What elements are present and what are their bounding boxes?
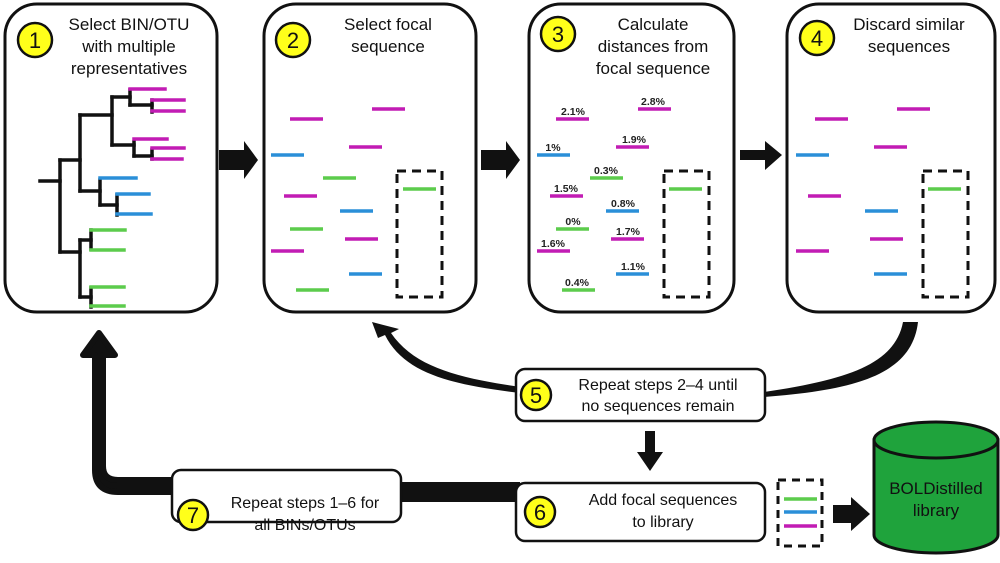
svg-text:Select focal: Select focal [344,15,432,34]
svg-text:sequences: sequences [868,37,950,56]
distance-label: 1.1% [621,261,646,273]
focal-sequence-box [662,169,711,299]
step-2-title: Select focal sequence [344,15,432,56]
library-label-line-1: BOLDistilled [889,479,983,498]
step-4-sequences [796,107,970,299]
step-5-title-line-2: no sequences remain [582,398,735,415]
step-1-title: Select BIN/OTU with multiple representat… [69,15,190,78]
svg-text:1: 1 [29,28,41,53]
step-6-box: 6 Add focal sequences to library [514,481,767,543]
step-3-panel [527,2,736,314]
svg-text:representatives: representatives [71,59,187,78]
step-7-box: 7 Repeat steps 1–6 for all BINs/OTUs [170,468,403,534]
step-5-title-line-1: Repeat steps 2–4 until [578,377,737,394]
step-6-title-line-1: Add focal sequences [589,492,738,509]
distance-label: 1.6% [541,238,566,250]
step-2-panel [262,2,478,314]
focal-sequence-box [395,169,444,299]
step-2-sequences [271,107,444,299]
step-7-badge: 7 [187,503,199,528]
connector-7-to-6 [400,482,520,502]
library-label-line-2: library [913,501,960,520]
step-1-panel [3,2,219,314]
phylogenetic-tree [38,87,186,309]
arrow-2-to-3 [481,141,520,179]
step-3-sequences: 2.1% 2.8% 1% 1.9% 0.3% 1.5% 0.8% 0% 1.7%… [537,96,711,299]
focal-sequence-box [921,169,970,299]
arrow-5-to-6 [637,431,663,471]
step-2-badge: 2 [274,21,312,59]
svg-text:2: 2 [287,28,299,53]
loop-arrow-from-step-4 [764,322,918,397]
step-4-panel [785,2,997,314]
svg-text:Discard similar: Discard similar [853,15,965,34]
step-4-title: Discard similar sequences [853,15,965,56]
step-7-title-line-2: all BINs/OTUs [254,517,355,534]
distance-label: 0% [565,216,581,228]
arrow-to-library [833,497,870,531]
distance-label: 1% [545,142,561,154]
svg-text:4: 4 [811,26,823,51]
step-4-badge: 4 [798,19,836,57]
svg-text:Calculate: Calculate [618,15,689,34]
boldistilled-library-database: BOLDistilled library [872,420,1000,555]
svg-text:with multiple: with multiple [81,37,176,56]
distance-label: 1.9% [622,134,647,146]
svg-text:focal sequence: focal sequence [596,59,710,78]
step-7-title-line-1: Repeat steps 1–6 for [231,495,380,512]
step-6-badge: 6 [534,500,546,525]
loop-arrow-back-to-step-2 [372,322,520,393]
step-3-title: Calculate distances from focal sequence [596,15,710,78]
distance-label: 1.5% [554,183,579,195]
distance-label: 2.8% [641,96,666,108]
svg-text:distances from: distances from [598,37,709,56]
return-arrow-to-step-1 [80,330,175,495]
distance-label: 0.3% [594,165,619,177]
distance-label: 0.4% [565,277,590,289]
svg-text:Select BIN/OTU: Select BIN/OTU [69,15,190,34]
distance-label: 2.1% [561,106,586,118]
focal-sequences-bundle [776,478,824,548]
step-5-box: 5 Repeat steps 2–4 until no sequences re… [514,367,767,423]
distance-label: 1.7% [616,226,641,238]
step-6-title-line-2: to library [632,514,693,531]
step-5-badge: 5 [530,383,542,408]
step-1-badge: 1 [16,21,54,59]
arrow-1-to-2 [219,141,258,179]
distance-label: 0.8% [611,198,636,210]
svg-text:3: 3 [552,22,564,47]
step-3-badge: 3 [539,15,577,53]
arrow-3-to-4 [740,141,782,170]
svg-text:sequence: sequence [351,37,425,56]
